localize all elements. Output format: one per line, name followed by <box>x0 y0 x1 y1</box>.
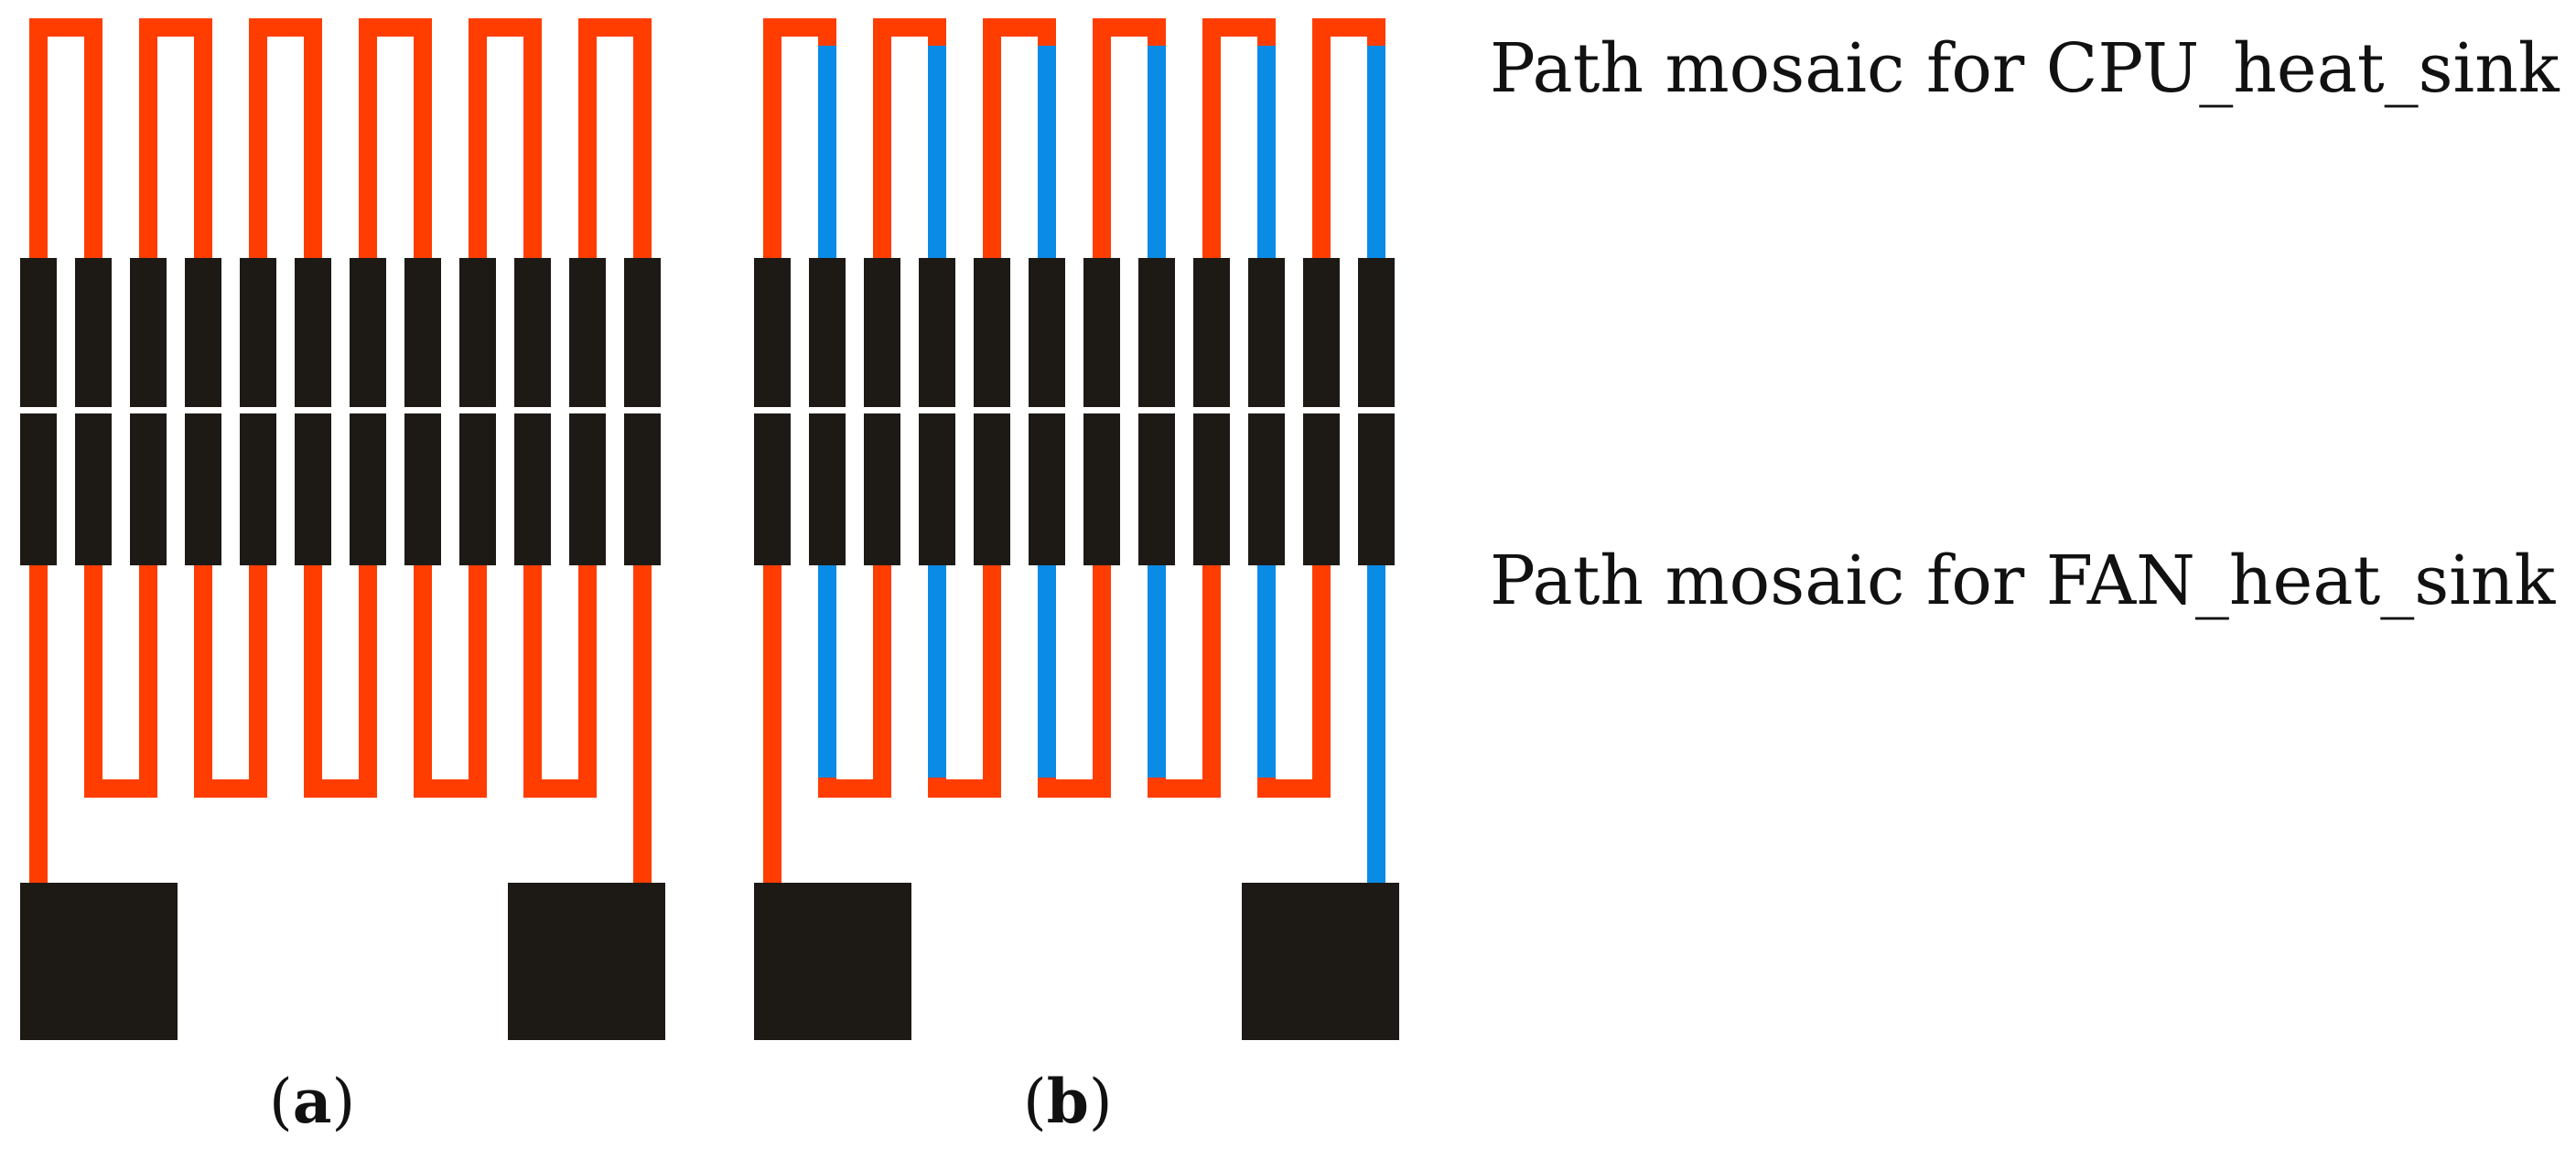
pad-lower <box>459 413 496 565</box>
pad-lower <box>130 413 167 565</box>
pad-upper <box>1303 258 1340 408</box>
pad-lower <box>185 413 221 565</box>
pad-lower <box>754 413 791 565</box>
pad-upper <box>240 258 276 408</box>
panel-b-mosaic <box>752 18 1399 1040</box>
pad-lower <box>1083 413 1120 565</box>
pad-upper <box>514 258 551 408</box>
pad-lower <box>1358 413 1395 565</box>
pad-row-divider <box>18 407 663 413</box>
pad-lower <box>624 413 661 565</box>
caption-a-close: ) <box>331 1067 356 1137</box>
pad-lower <box>404 413 441 565</box>
pad-upper <box>20 258 57 408</box>
pad-lower <box>1138 413 1175 565</box>
pad-lower <box>240 413 276 565</box>
contact-pad-right <box>508 883 665 1040</box>
pad-lower <box>514 413 551 565</box>
pad-upper <box>459 258 496 408</box>
pad-upper <box>1029 258 1065 408</box>
contact-pad-left <box>754 883 911 1040</box>
pad-lower <box>1303 413 1340 565</box>
pad-upper <box>130 258 167 408</box>
pad-lower <box>75 413 112 565</box>
pad-upper <box>295 258 331 408</box>
contact-pad-right <box>1242 883 1399 1040</box>
pad-lower <box>20 413 57 565</box>
caption-b: (b) <box>1023 1066 1113 1137</box>
pad-upper <box>569 258 606 408</box>
pad-upper <box>350 258 386 408</box>
pad-lower <box>1248 413 1285 565</box>
cpu-path-label: Path mosaic for CPU_heat_sink <box>1490 29 2560 108</box>
pad-upper <box>185 258 221 408</box>
cpu-heat-sink-path <box>763 18 1385 258</box>
pad-row-divider <box>752 407 1396 413</box>
contact-pad-left <box>20 883 178 1040</box>
fan-path-label: Path mosaic for FAN_heat_sink <box>1490 542 2556 620</box>
pad-lower <box>1029 413 1065 565</box>
pad-lower <box>864 413 900 565</box>
pad-upper <box>809 258 846 408</box>
pad-upper <box>624 258 661 408</box>
pad-lower <box>1193 413 1230 565</box>
pad-upper <box>864 258 900 408</box>
caption-b-close: ) <box>1088 1067 1113 1137</box>
pad-upper <box>404 258 441 408</box>
pad-upper <box>974 258 1010 408</box>
caption-b-letter: b <box>1046 1066 1089 1137</box>
pad-upper <box>1138 258 1175 408</box>
pad-upper <box>75 258 112 408</box>
panel-a-mosaic <box>18 18 665 1040</box>
pad-lower <box>919 413 955 565</box>
pad-lower <box>295 413 331 565</box>
pad-upper <box>1083 258 1120 408</box>
pad-upper <box>1193 258 1230 408</box>
caption-b-open: ( <box>1023 1067 1047 1137</box>
pad-lower <box>569 413 606 565</box>
caption-a-open: ( <box>269 1067 293 1137</box>
pad-upper <box>919 258 955 408</box>
pad-lower <box>350 413 386 565</box>
caption-a: (a) <box>269 1066 355 1137</box>
pad-upper <box>1248 258 1285 408</box>
pad-upper <box>1358 258 1395 408</box>
caption-a-letter: a <box>292 1066 332 1137</box>
cpu-heat-sink-path <box>29 18 652 258</box>
fan-heat-sink-path <box>818 565 1331 798</box>
pad-lower <box>809 413 846 565</box>
pad-lower <box>974 413 1010 565</box>
fan-heat-sink-path <box>84 565 597 798</box>
pad-upper <box>754 258 791 408</box>
